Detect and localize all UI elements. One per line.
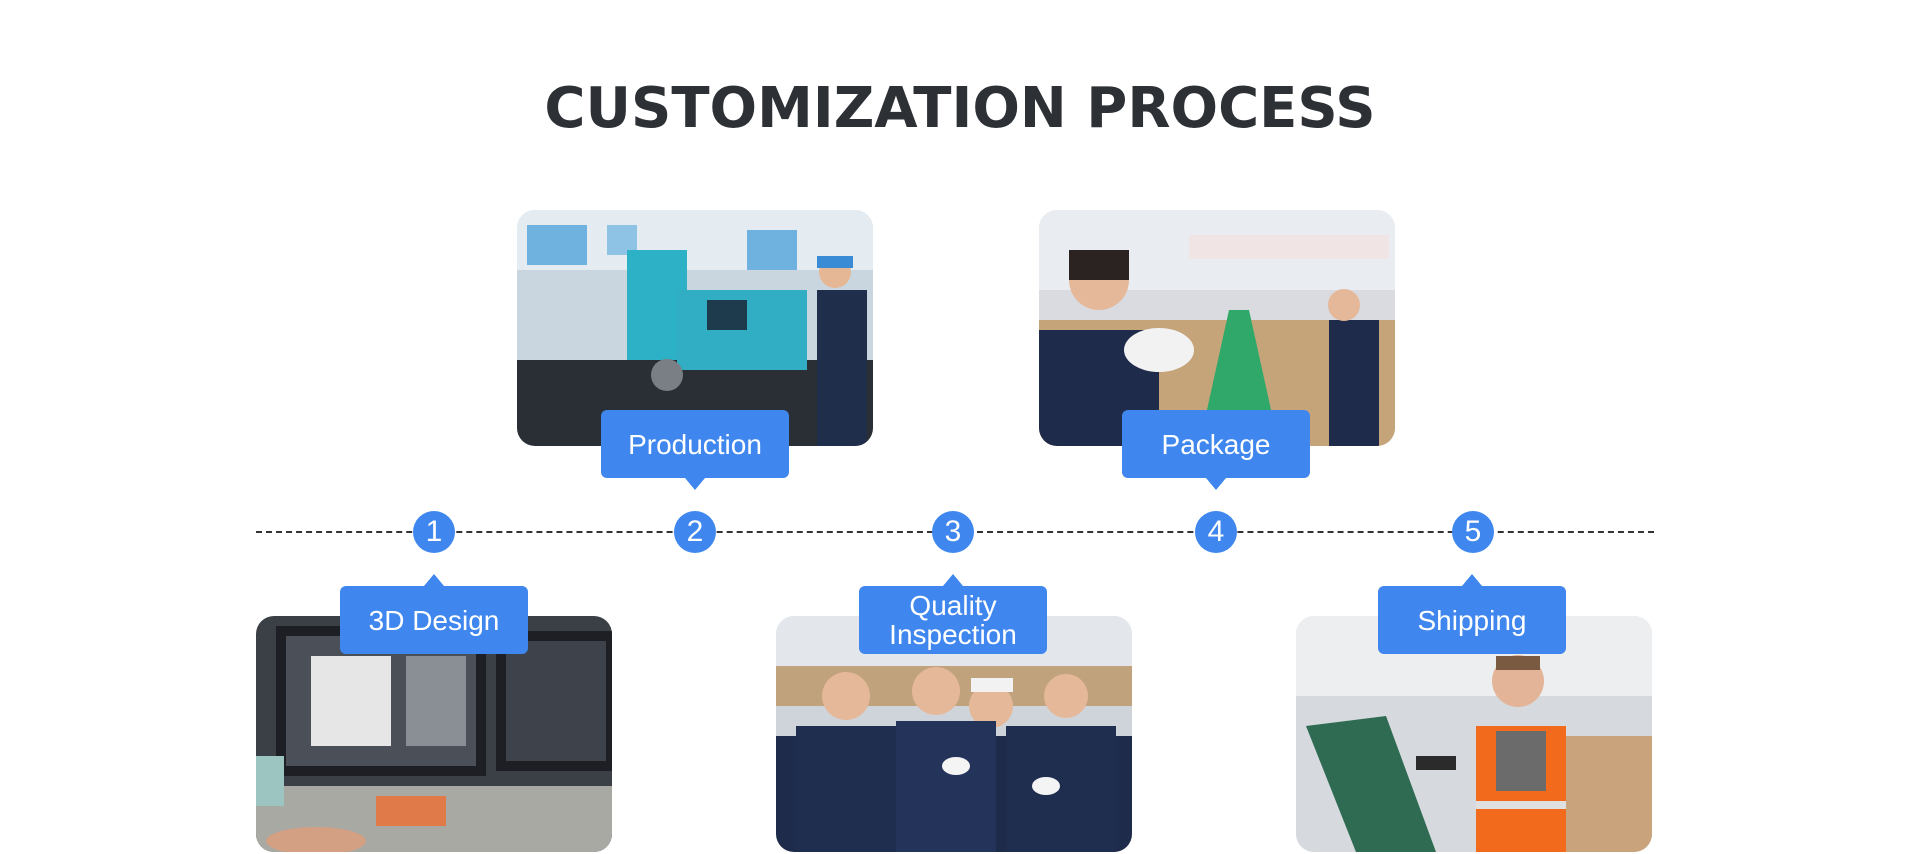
step-1-label: 3D Design — [340, 574, 528, 654]
step-3-label-text: Quality Inspection — [889, 590, 1017, 650]
step-5-node: 5 — [1452, 511, 1494, 553]
step-4-label-text: Package — [1161, 428, 1271, 460]
step-1-node: 1 — [413, 511, 455, 553]
step-3-node: 3 — [932, 511, 974, 553]
step-1-label-text: 3D Design — [368, 604, 500, 636]
step-2-label: Production — [601, 410, 789, 490]
step-3-label: Quality Inspection — [859, 574, 1047, 654]
step-2-label-text: Production — [628, 428, 762, 460]
step-2-node: 2 — [674, 511, 716, 553]
step-5-label: Shipping — [1378, 574, 1566, 654]
page-title: CUSTOMIZATION PROCESS — [544, 76, 1376, 141]
step-4-label: Package — [1122, 410, 1310, 490]
production-photo — [517, 210, 873, 446]
inspection-photo — [776, 616, 1132, 852]
shipping-photo — [1296, 616, 1652, 852]
design-photo — [256, 616, 612, 852]
step-5-label-text: Shipping — [1417, 604, 1527, 636]
step-4-node: 4 — [1195, 511, 1237, 553]
